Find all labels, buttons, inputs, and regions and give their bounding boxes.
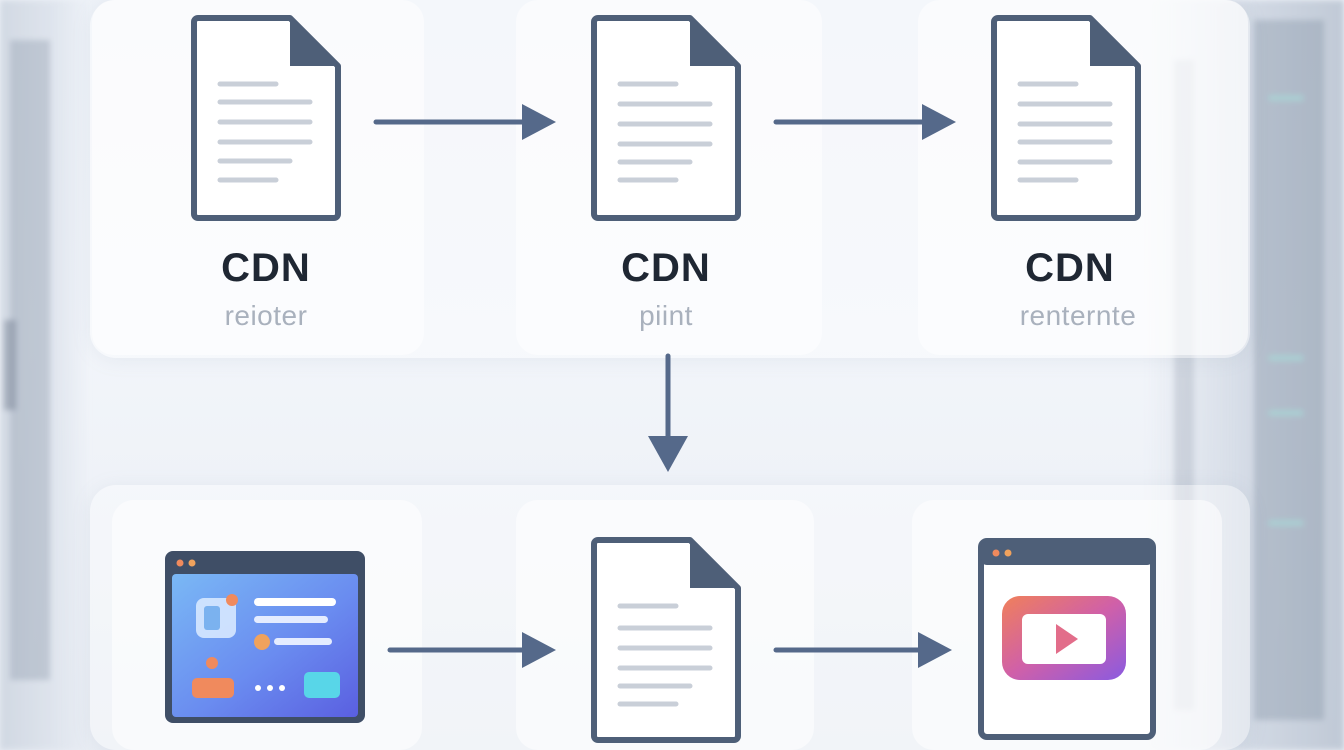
node-title: CDN <box>221 246 311 290</box>
node-title: CDN <box>1025 246 1115 290</box>
arrow-right-icon <box>373 104 556 140</box>
server-rack-left <box>0 0 90 750</box>
node-title: CDN <box>621 246 711 290</box>
document-icon <box>991 15 1141 221</box>
arrow-right-icon <box>773 632 952 668</box>
video-player-icon <box>978 538 1156 740</box>
node-subtitle: reioter <box>224 300 308 331</box>
browser-app-icon <box>165 551 365 723</box>
arrow-down-icon <box>648 353 688 472</box>
arrow-right-icon <box>773 104 956 140</box>
node-subtitle: renternte <box>1019 300 1137 331</box>
arrow-right-icon <box>387 632 556 668</box>
document-icon <box>191 15 341 221</box>
document-icon <box>591 15 741 221</box>
document-icon <box>591 537 741 743</box>
node-subtitle: piint <box>639 300 693 331</box>
